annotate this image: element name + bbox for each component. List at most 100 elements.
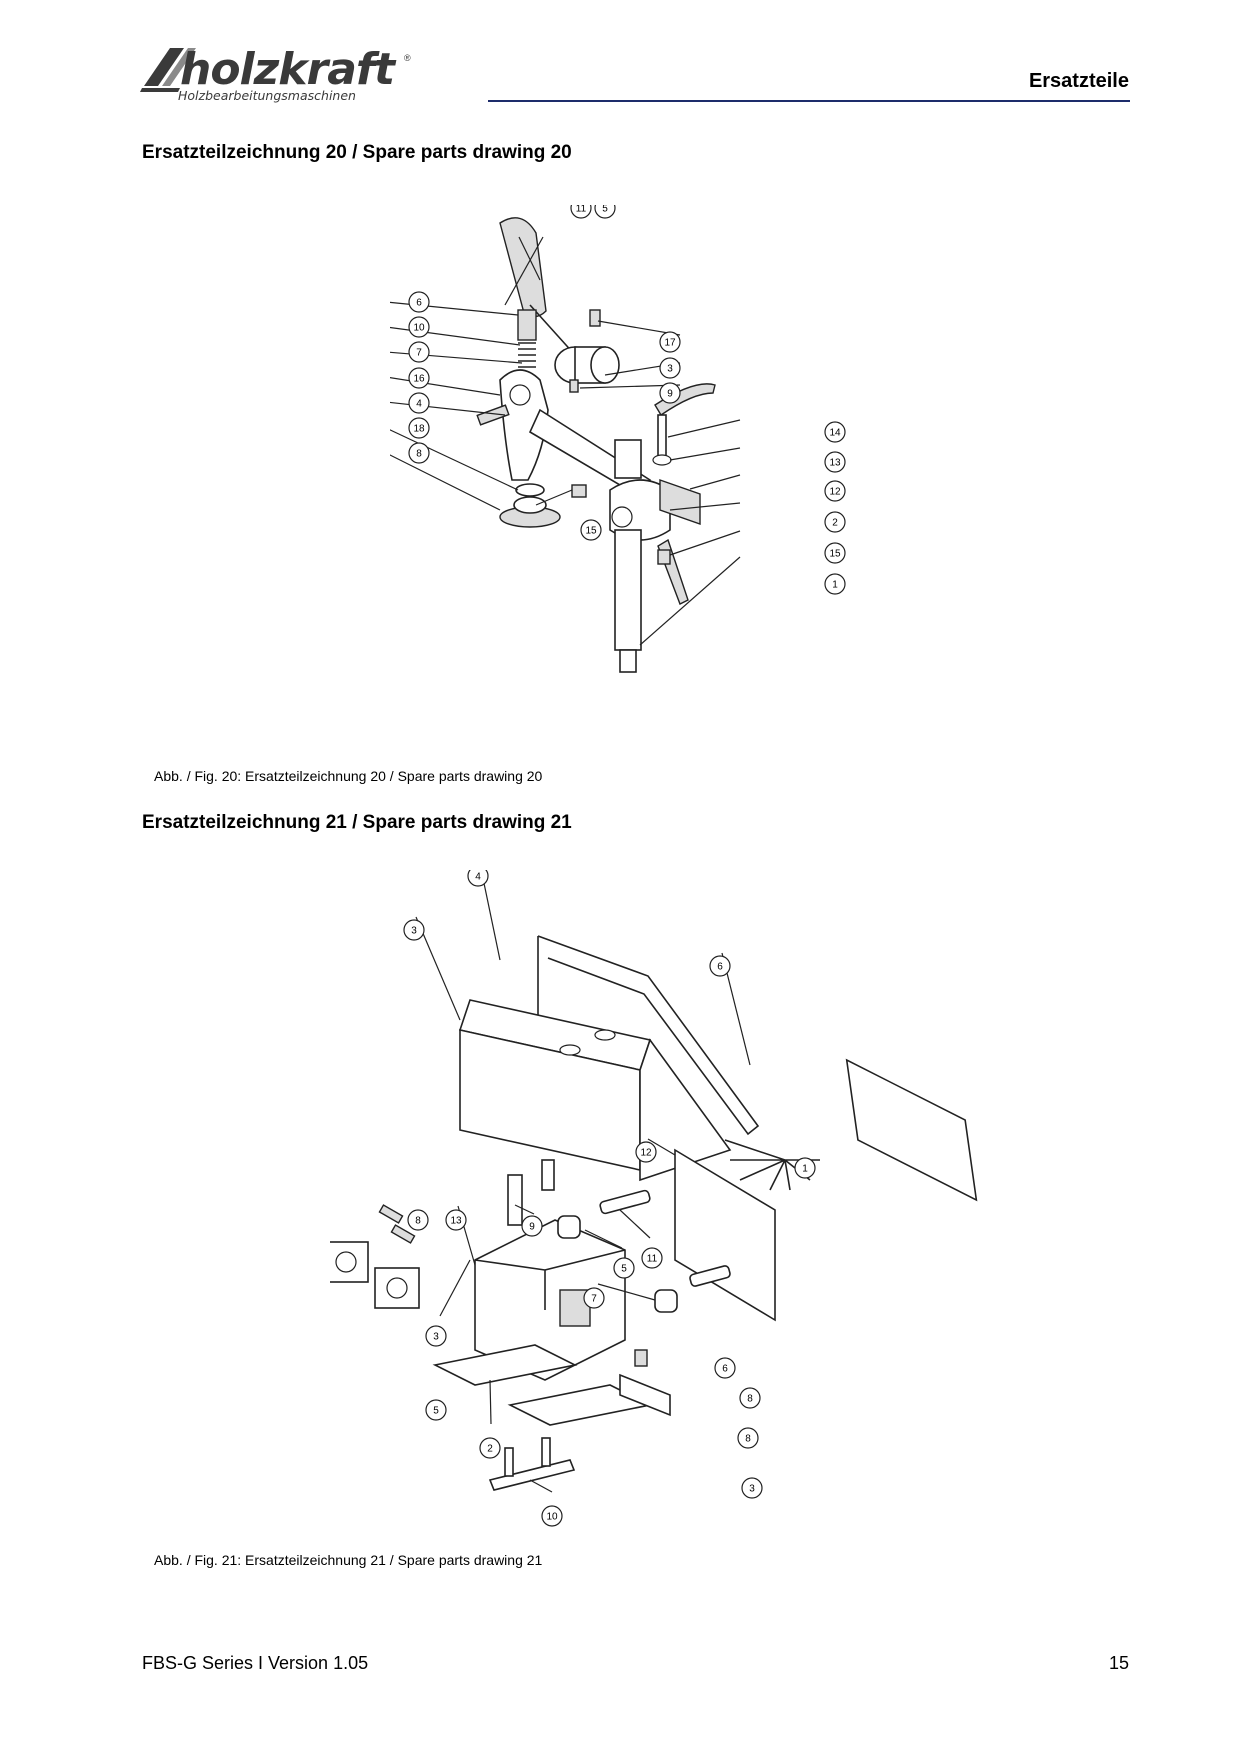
brand-subtitle: Holzbearbeitungsmaschinen — [178, 88, 356, 103]
leader-21-10 — [529, 1479, 553, 1493]
callout-label: 10 — [546, 1512, 558, 1523]
part-cylinder-bore-b — [386, 1277, 408, 1299]
part-foot-top — [513, 496, 547, 514]
callout-label: 5 — [621, 1264, 627, 1275]
part-fittings-cluster — [724, 1139, 820, 1191]
figure20-title: Ersatzteilzeichnung 20 / Spare parts dra… — [142, 142, 572, 163]
drawing20-leaders — [390, 236, 741, 646]
figure20-caption: Abb. / Fig. 20: Ersatzteilzeichnung 20 /… — [154, 768, 543, 784]
part-pin-6a — [378, 1204, 404, 1224]
leader-10 — [390, 326, 521, 346]
leader-1 — [639, 556, 741, 646]
part-pin-9 — [569, 379, 579, 393]
callout-label: 3 — [667, 364, 673, 375]
header-rule — [488, 100, 1130, 102]
callout-circle — [408, 341, 430, 363]
callout-circle — [403, 919, 425, 941]
callout-circle — [741, 1477, 763, 1499]
callout-label: 1 — [832, 580, 838, 591]
part-fitting-6 — [634, 1349, 648, 1367]
part-column-1 — [614, 529, 642, 651]
leader-5 — [504, 236, 544, 306]
callout-label: 8 — [416, 449, 422, 460]
callout-label: 9 — [667, 389, 673, 400]
part-bushing-5 — [557, 1215, 581, 1239]
callout-circle — [737, 1427, 759, 1449]
leader-18 — [390, 429, 519, 491]
callout-label: 1 — [802, 1164, 808, 1175]
leader-12 — [689, 474, 741, 490]
callout-label: 2 — [487, 1444, 493, 1455]
callout-label: 8 — [747, 1394, 753, 1405]
callout-circle — [425, 1399, 447, 1421]
part-column-end — [619, 649, 637, 673]
part-post-top — [614, 439, 642, 479]
part-bushing-7 — [654, 1289, 678, 1313]
part-spring-10 — [518, 342, 536, 368]
part-post-9b — [541, 1159, 555, 1191]
callout-label: 6 — [717, 962, 723, 973]
leader-16 — [390, 377, 501, 396]
leader-4 — [390, 401, 506, 416]
part-frame-4 — [537, 935, 760, 1136]
callout-circle — [824, 480, 846, 502]
callout-circle — [407, 1209, 429, 1231]
callout-label: 15 — [829, 549, 841, 560]
part-plate-2a — [432, 1344, 578, 1386]
callout-circle — [824, 451, 846, 473]
part-bushing-12 — [659, 479, 701, 525]
callout-circle — [425, 1325, 447, 1347]
callout-label: 7 — [591, 1294, 597, 1305]
page-number: 15 — [1108, 1653, 1129, 1673]
callout-label: 3 — [433, 1332, 439, 1343]
leader-21-2 — [489, 1379, 492, 1425]
callout-circle — [659, 382, 681, 404]
part-bar-pin-a — [504, 1447, 514, 1477]
callout-label: 2 — [832, 518, 838, 529]
callout-label: 7 — [416, 348, 422, 359]
part-cylinder-bore-a — [335, 1251, 357, 1273]
callout-circle — [739, 1387, 761, 1409]
callout-label: 3 — [411, 926, 417, 937]
callout-label: 3 — [749, 1484, 755, 1495]
callout-circle — [521, 1215, 543, 1237]
callout-label: 4 — [416, 399, 422, 410]
part-clamp-bore — [611, 506, 633, 528]
leader-15 — [669, 530, 741, 556]
part-bolt-11 — [599, 1189, 651, 1215]
callout-circle — [824, 542, 846, 564]
callout-label: 11 — [576, 205, 587, 215]
callout-label: 13 — [829, 458, 841, 469]
part-collar-face — [590, 346, 620, 384]
callout-label: 9 — [529, 1222, 535, 1233]
part-box-edges — [474, 1249, 626, 1310]
logo-mark-base — [140, 88, 180, 92]
registered-mark: ® — [404, 53, 411, 63]
part-lever-stud — [657, 414, 667, 458]
part-box-window — [559, 1289, 591, 1327]
holzkraft-logo — [140, 48, 196, 92]
callout-label: 6 — [416, 298, 422, 309]
part-ring-18 — [515, 483, 545, 497]
section-heading: Ersatzteile — [1028, 70, 1129, 92]
part-cap-6 — [517, 309, 537, 341]
part-cover-hole-2 — [594, 1029, 616, 1041]
part-valve-block-8 — [619, 1373, 671, 1417]
callout-label: 11 — [647, 1254, 658, 1265]
part-pin-16 — [476, 404, 510, 426]
part-handle-rod — [529, 304, 576, 356]
leader-21-7 — [597, 1283, 656, 1301]
callout-circle — [408, 442, 430, 464]
drawing21-parts — [330, 935, 978, 1491]
leader-11 — [518, 236, 541, 281]
leader-8 — [390, 454, 501, 511]
figure21-caption: Abb. / Fig. 21: Ersatzteilzeichnung 21 /… — [154, 1552, 543, 1568]
leader-15-left — [535, 489, 573, 506]
part-washer-13 — [652, 454, 672, 466]
part-cover-hole-1 — [559, 1044, 581, 1056]
leader-2 — [669, 502, 741, 511]
callout-circle — [594, 205, 616, 219]
callout-label: 8 — [415, 1216, 421, 1227]
callout-circle — [408, 417, 430, 439]
